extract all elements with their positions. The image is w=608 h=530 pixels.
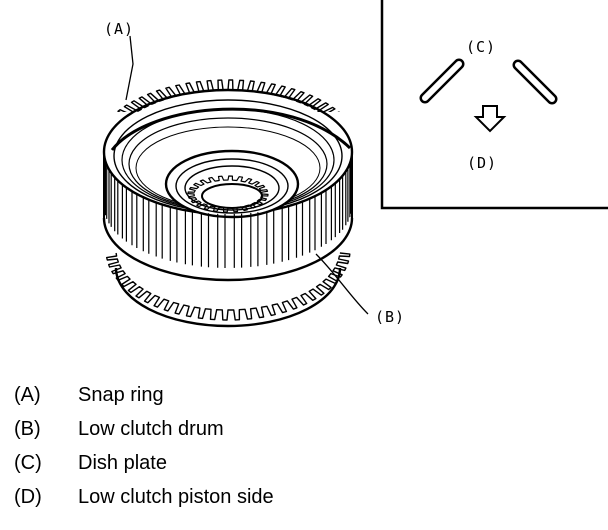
legend-item: (D) Low clutch piston side xyxy=(14,480,574,514)
drum-wall-bottom-edge xyxy=(102,217,354,282)
callout-b: (B) xyxy=(375,308,405,326)
dish-plate-left xyxy=(419,58,465,104)
legend: (A) Snap ring (B) Low clutch drum (C) Di… xyxy=(14,378,574,514)
drum-lower-tooth-ring xyxy=(106,252,351,321)
dish-plate-inset: (C) (D) xyxy=(380,0,608,210)
drum-wall-sides xyxy=(103,152,353,218)
drum-lower-teeth xyxy=(106,252,351,321)
inset-frame xyxy=(380,0,608,210)
legend-key: (B) xyxy=(14,418,41,440)
hub-ring xyxy=(184,165,280,211)
drum-front-wall xyxy=(102,152,354,282)
legend-text: Low clutch drum xyxy=(78,418,224,440)
legend-key: (D) xyxy=(14,486,42,508)
snap-ring xyxy=(110,107,352,151)
hub-bore xyxy=(201,183,263,209)
legend-item: (C) Dish plate xyxy=(14,446,574,480)
piston-hub xyxy=(164,149,300,219)
leader-line-b xyxy=(315,253,369,315)
down-arrow-icon xyxy=(473,105,507,133)
legend-text: Low clutch piston side xyxy=(78,486,274,508)
legend-text: Dish plate xyxy=(78,452,167,474)
drum-base-edge xyxy=(114,267,342,328)
legend-text: Snap ring xyxy=(78,384,164,406)
dish-plate-right xyxy=(512,59,558,105)
callout-c: (C) xyxy=(466,38,496,56)
hub-ring xyxy=(175,158,289,214)
callout-a: (A) xyxy=(104,20,134,38)
legend-item: (A) Snap ring xyxy=(14,378,574,412)
leader-line-a xyxy=(125,35,134,101)
legend-key: (C) xyxy=(14,452,42,474)
callout-d: (D) xyxy=(467,154,497,172)
legend-item: (B) Low clutch drum xyxy=(14,412,574,446)
low-clutch-drum-illustration xyxy=(102,79,354,328)
drum-base xyxy=(114,267,342,328)
legend-key: (A) xyxy=(14,384,41,406)
